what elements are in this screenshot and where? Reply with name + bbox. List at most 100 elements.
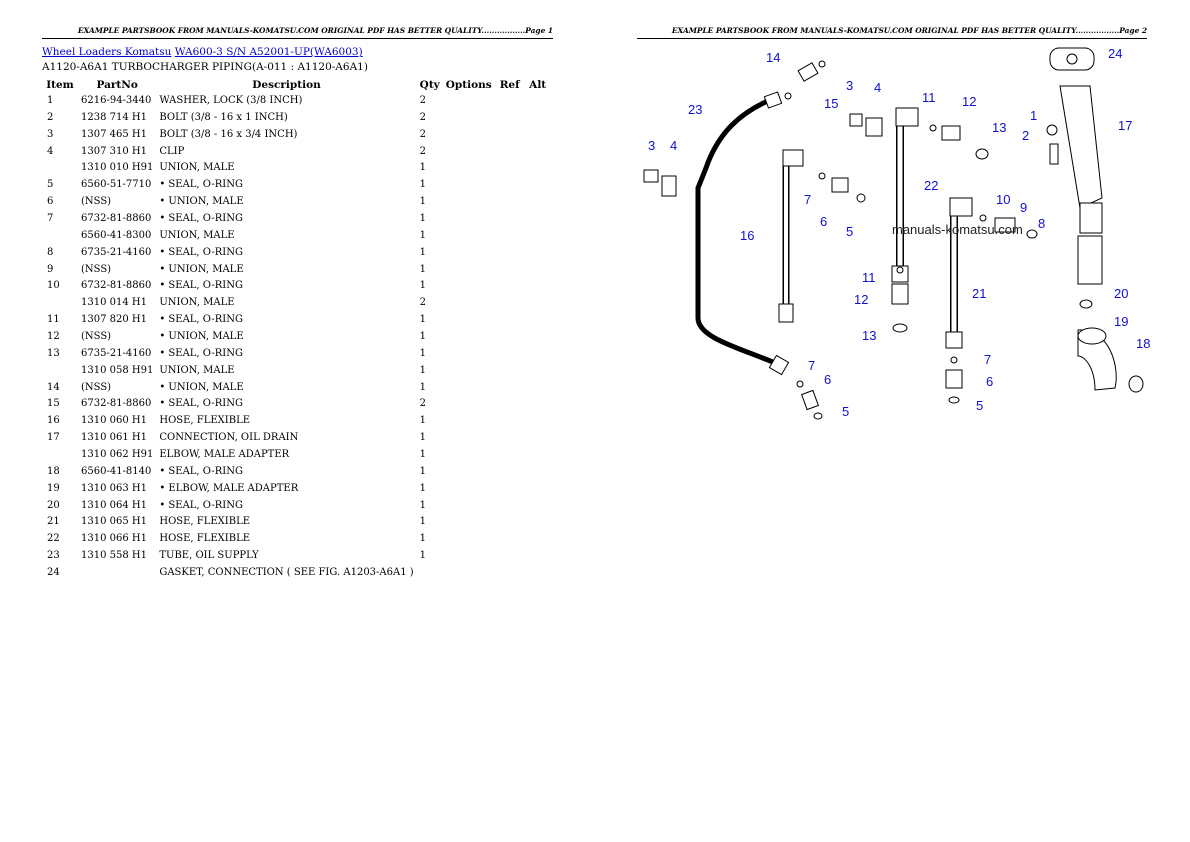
cell-options [443,379,495,396]
cell-description: • UNION, MALE [159,330,244,342]
cell-partno: 1310 010 H91 [81,162,154,174]
cell-alt [525,227,551,244]
cell-partno [78,564,156,581]
cell-item: 15 [47,398,60,410]
cell-alt [525,109,551,126]
cell-partno: 1310 063 H1 [81,482,147,494]
cell-alt [525,143,551,160]
callout-19: 19 [1114,314,1128,329]
cell-description: BOLT (3/8 - 16 x 1 INCH) [159,111,288,123]
cell-qty: 2 [419,111,427,123]
callout-21: 21 [972,286,986,301]
cell-options [443,159,495,176]
cell-item: 23 [47,550,60,562]
callout-1: 1 [1030,108,1037,123]
cell-partno: (NSS) [81,381,112,393]
cell-item: 16 [47,415,60,427]
cell-options [443,126,495,143]
callout-23: 23 [688,102,702,117]
cell-options [443,429,495,446]
cell-alt [525,261,551,278]
cell-partno: 6735-21-4160 [81,246,152,258]
callout-7-bottom-left: 7 [808,358,815,373]
cell-qty: 1 [419,330,427,342]
cell-qty: 1 [419,432,427,444]
callout-22: 22 [924,178,938,193]
callout-20: 20 [1114,286,1128,301]
callout-13-upper: 13 [992,120,1006,135]
cell-ref [495,463,525,480]
cell-options [443,210,495,227]
cell-qty: 1 [419,196,427,208]
cell-item: 11 [47,314,60,326]
cell-description: UNION, MALE [159,297,235,309]
callout-labels: 1 2 3 4 3 4 5 6 7 8 9 10 11 12 13 11 12 … [648,46,1150,419]
page-1: EXAMPLE PARTSBOOK FROM MANUALS-KOMATSU.C… [42,26,553,581]
cell-description: • SEAL, O-RING [159,212,243,224]
cell-qty: 2 [419,128,427,140]
cell-ref [495,379,525,396]
cell-qty: 1 [419,179,427,191]
cell-description: CONNECTION, OIL DRAIN [159,432,299,444]
cell-options [443,463,495,480]
callout-5-bottom-right: 5 [976,398,983,413]
cell-item: 13 [47,347,60,359]
callout-13-lower: 13 [862,328,876,343]
column-header-qty: Qty [419,78,440,91]
cell-alt [525,564,551,581]
cell-partno: 1307 820 H1 [81,314,147,326]
cell-ref [495,328,525,345]
callout-16: 16 [740,228,754,243]
cell-alt [525,463,551,480]
breadcrumb-link-model[interactable]: WA600-3 S/N A52001-UP(WA6003) [174,46,363,58]
cell-options [443,412,495,429]
cell-options [443,294,495,311]
column-header-options: Options [445,78,492,91]
cell-qty: 1 [419,162,427,174]
cell-partno: 6560-41-8300 [81,229,152,241]
callout-5-mid: 5 [846,224,853,239]
watermark-text: manuals-komatsu.com [892,222,1023,237]
cell-partno: 1238 714 H1 [81,111,147,123]
cell-options [443,277,495,294]
page-title: A1120-A6A1 TURBOCHARGER PIPING(A-011 : A… [42,61,368,73]
cell-item: 10 [47,280,60,292]
cell-item: 8 [47,246,54,258]
cell-partno: 1310 066 H1 [81,533,147,545]
cell-item: 9 [47,263,54,275]
cell-description: UNION, MALE [159,162,235,174]
cell-ref [495,193,525,210]
cell-options [443,362,495,379]
cell-item: 17 [47,432,60,444]
cell-options [443,92,495,109]
cell-description: GASKET, CONNECTION ( SEE FIG. A1203-A6A1… [159,566,414,578]
table-row: 1310 010 H91 UNION, MALE 1 [42,159,551,176]
cell-description: • SEAL, O-RING [159,347,243,359]
cell-description: HOSE, FLEXIBLE [159,533,251,545]
cell-item: 12 [47,330,60,342]
cell-item: 20 [47,499,60,511]
parts-table: Item PartNo Description Qty Options Ref … [42,77,551,581]
cell-options [443,547,495,564]
cell-options [443,480,495,497]
cell-ref [495,109,525,126]
page-2: EXAMPLE PARTSBOOK FROM MANUALS-KOMATSU.C… [595,0,1190,842]
cell-ref [495,547,525,564]
cell-alt [525,277,551,294]
cell-description: • SEAL, O-RING [159,179,243,191]
cell-qty: 1 [419,482,427,494]
breadcrumb-link-wheel-loaders[interactable]: Wheel Loaders Komatsu [42,46,172,58]
cell-options [443,244,495,261]
page-header: EXAMPLE PARTSBOOK FROM MANUALS-KOMATSU.C… [42,26,553,39]
cell-description: UNION, MALE [159,229,235,241]
cell-alt [525,412,551,429]
column-header-partno: PartNo [96,78,138,91]
